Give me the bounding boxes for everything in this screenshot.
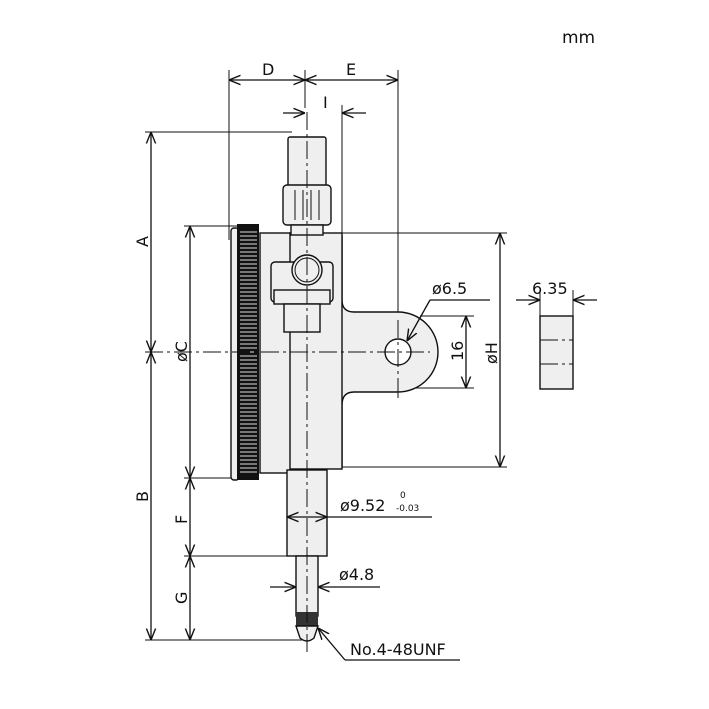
dim-g-label: G (172, 592, 191, 604)
lug-height-label: 16 (448, 341, 467, 361)
dim-c-label: øC (172, 341, 191, 362)
lug-side-view (539, 315, 574, 390)
dim-i-label: I (323, 93, 328, 112)
stem-diameter-label: ø9.52 (340, 496, 385, 515)
spindle-diameter-label: ø4.8 (339, 565, 374, 584)
dim-f-label: F (172, 515, 191, 524)
dim-h-label: øH (482, 342, 501, 364)
dim-e-label: E (346, 60, 356, 79)
dim-d-label: D (262, 60, 274, 79)
lug-hole-label: ø6.5 (432, 279, 467, 298)
stem-tolerance-lower: -0.03 (396, 504, 419, 514)
gauge-body (230, 136, 439, 642)
dim-a-label: A (133, 236, 152, 247)
contact-thread-label: No.4-48UNF (350, 640, 446, 659)
stem-tolerance-upper: 0 (400, 491, 406, 501)
lug-thickness-label: 6.35 (532, 279, 568, 298)
dimension-lines (151, 80, 597, 661)
dim-b-label: B (133, 491, 152, 502)
unit-label: mm (562, 28, 595, 48)
